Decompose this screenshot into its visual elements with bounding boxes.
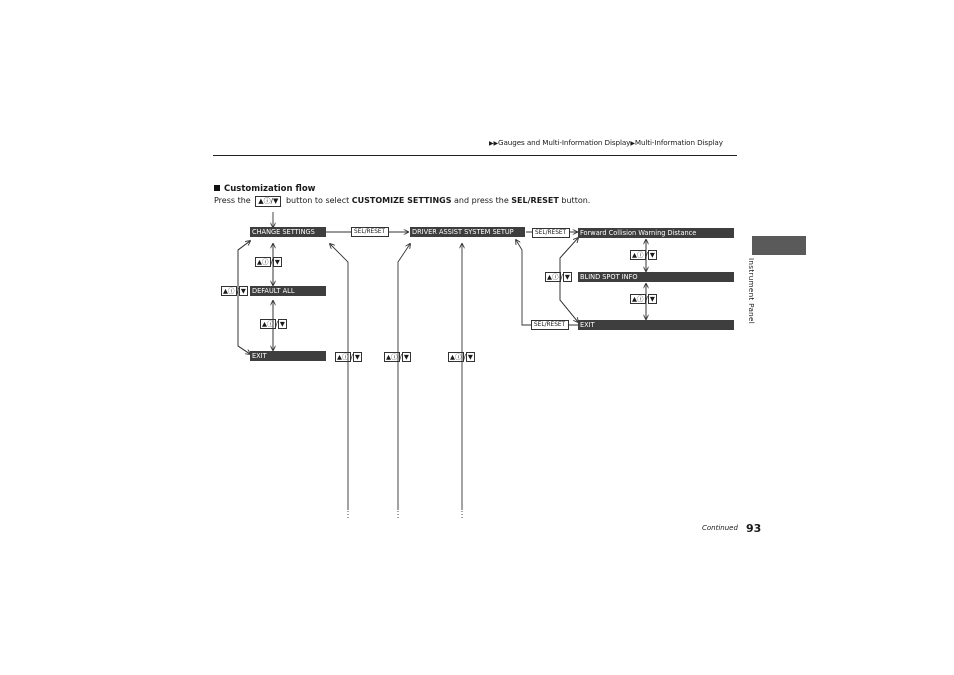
chapter-label: Instrument Panel — [747, 258, 756, 325]
slash: / — [645, 250, 648, 259]
chapter-tab[interactable] — [752, 236, 806, 255]
instruction-customize-settings: CUSTOMIZE SETTINGS — [351, 196, 452, 205]
breadcrumb: ▶▶Gauges and Multi-Information Display▶M… — [489, 138, 723, 147]
up-down-key-label: ▲ⓘ/▼ — [448, 352, 475, 362]
exit-item-2: EXIT — [578, 320, 734, 330]
down-key-icon: ▼ — [401, 352, 411, 362]
slash: / — [350, 352, 353, 361]
instruction-pre: Press the — [214, 196, 251, 205]
info-up-key-icon: ▲ⓘ — [630, 294, 646, 304]
driver-assist-item: DRIVER ASSIST SYSTEM SETUP — [410, 227, 525, 237]
up-down-key-label: ▲ⓘ/▼ — [545, 272, 572, 282]
sel-reset-label-1: SEL/RESET — [351, 227, 389, 237]
instruction-text: Press the ▲ⓘ/▼ button to select CUSTOMIZ… — [214, 196, 590, 207]
exit-item-1: EXIT — [250, 351, 326, 361]
slash: / — [463, 352, 466, 361]
info-up-down-button-icon: ▲ⓘ/▼ — [255, 196, 282, 207]
down-key-icon: ▼ — [562, 272, 572, 282]
slash: / — [399, 352, 402, 361]
forward-collision-item: Forward Collision Warning Distance — [578, 228, 734, 238]
info-up-key-icon: ▲ⓘ — [335, 352, 351, 362]
info-up-key-icon: ▲ⓘ — [255, 257, 271, 267]
info-up-key-icon: ▲ⓘ — [545, 272, 561, 282]
page-number: 93 — [746, 522, 762, 535]
instruction-mid: button to select — [285, 196, 350, 205]
default-all-item: DEFAULT ALL — [250, 286, 326, 296]
down-key-icon: ▼ — [277, 319, 287, 329]
info-up-key-icon: ▲ⓘ — [221, 286, 237, 296]
blind-spot-info-item: BLIND SPOT INFO — [578, 272, 734, 282]
section-title: Customization flow — [214, 184, 316, 194]
up-down-key-label: ▲ⓘ/▼ — [221, 286, 248, 296]
down-key-icon: ▼ — [272, 257, 282, 267]
change-settings-item: CHANGE SETTINGS — [250, 227, 326, 237]
slash: / — [645, 294, 648, 303]
continued-label: Continued — [702, 524, 738, 532]
slash: / — [236, 286, 239, 295]
slash: / — [270, 257, 273, 266]
down-key-icon: ▼ — [647, 294, 657, 304]
info-up-key-icon: ▲ⓘ — [448, 352, 464, 362]
up-down-key-label: ▲ⓘ/▼ — [335, 352, 362, 362]
up-down-key-label: ▲ⓘ/▼ — [260, 319, 287, 329]
breadcrumb-part-1[interactable]: Gauges and Multi-Information Display — [498, 138, 631, 147]
up-down-key-label: ▲ⓘ/▼ — [630, 294, 657, 304]
down-key-icon: ▼ — [647, 250, 657, 260]
breadcrumb-separator-icon: ▶ — [630, 140, 635, 147]
section-title-text: Customization flow — [224, 184, 316, 194]
breadcrumb-marker-icon: ▶▶ — [489, 140, 499, 147]
instruction-post: button. — [561, 196, 591, 205]
up-down-key-label: ▲ⓘ/▼ — [255, 257, 282, 267]
down-key-icon: ▼ — [352, 352, 362, 362]
slash: / — [275, 319, 278, 328]
up-down-key-label: ▲ⓘ/▼ — [384, 352, 411, 362]
down-key-icon: ▼ — [238, 286, 248, 296]
breadcrumb-part-2[interactable]: Multi-Information Display — [634, 138, 723, 147]
sel-reset-label-2: SEL/RESET — [532, 228, 570, 238]
instruction-sel-reset: SEL/RESET — [511, 196, 559, 205]
info-up-key-icon: ▲ⓘ — [630, 250, 646, 260]
info-up-key-icon: ▲ⓘ — [260, 319, 276, 329]
info-up-key-icon: ▲ⓘ — [384, 352, 400, 362]
up-down-key-label: ▲ⓘ/▼ — [630, 250, 657, 260]
square-bullet-icon — [214, 185, 220, 191]
header-rule — [213, 155, 737, 156]
down-key-icon: ▼ — [465, 352, 475, 362]
slash: / — [560, 272, 563, 281]
instruction-mid2: and press the — [454, 196, 509, 205]
sel-reset-label-3: SEL/RESET — [531, 320, 569, 330]
